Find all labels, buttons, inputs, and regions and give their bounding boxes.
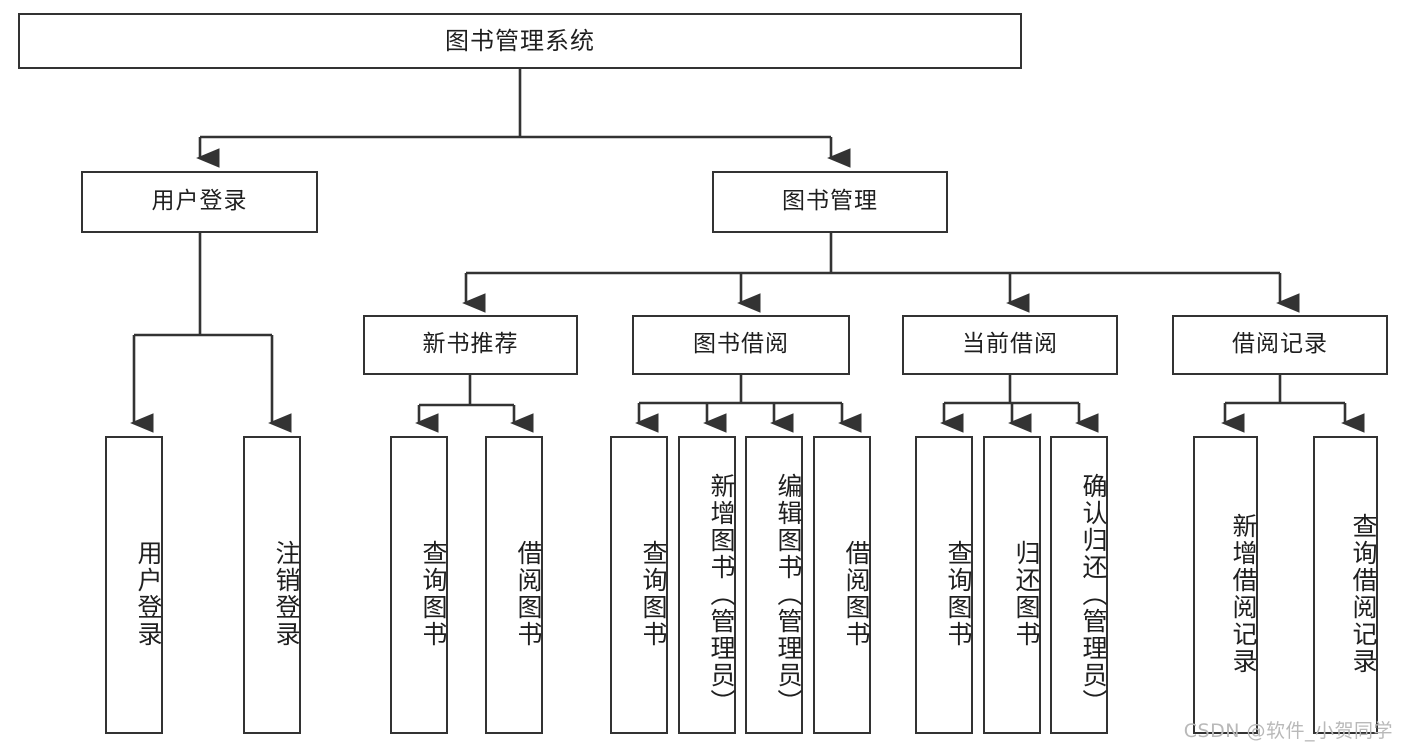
node-label: 借阅图书 [842,540,871,648]
node-label: 查询图书 [944,540,973,648]
node-label: 查询图书 [419,540,448,648]
node-label: 借阅记录 [1232,331,1328,358]
node-root[interactable]: 图书管理系统 [18,13,1022,69]
leaf-user-login[interactable]: 用户登录 [105,436,163,734]
leaf-query-borrow-record[interactable]: 查询借阅记录 [1313,436,1378,734]
node-label: 编辑图书（管理员） [774,472,803,716]
leaf-add-borrow-record[interactable]: 新增借阅记录 [1193,436,1258,734]
node-label: 查询借阅记录 [1349,513,1378,675]
leaf-query-book-recommend[interactable]: 查询图书 [390,436,448,734]
node-label: 用户登录 [134,540,163,648]
node-label: 用户登录 [151,188,248,215]
leaf-add-book-admin[interactable]: 新增图书（管理员） [678,436,736,734]
node-label: 新增图书（管理员） [707,472,736,716]
leaf-return-book[interactable]: 归还图书 [983,436,1041,734]
node-current-borrow[interactable]: 当前借阅 [902,315,1118,375]
node-new-book-recommend[interactable]: 新书推荐 [363,315,578,375]
node-label: 新增借阅记录 [1229,513,1258,675]
node-book-management[interactable]: 图书管理 [712,171,948,233]
leaf-edit-book-admin[interactable]: 编辑图书（管理员） [745,436,803,734]
node-label: 图书借阅 [693,331,789,358]
leaf-logout[interactable]: 注销登录 [243,436,301,734]
leaf-query-book-current[interactable]: 查询图书 [915,436,973,734]
watermark: CSDN @软件_小贺同学 [1183,720,1393,742]
node-label: 注销登录 [272,540,301,648]
node-label: 图书管理 [782,188,878,215]
node-label: 当前借阅 [962,331,1058,358]
node-borrow-record[interactable]: 借阅记录 [1172,315,1388,375]
node-label: 确认归还（管理员） [1079,472,1108,716]
node-label: 归还图书 [1012,540,1041,648]
node-user-login[interactable]: 用户登录 [81,171,318,233]
node-label: 新书推荐 [422,331,519,358]
leaf-query-book-borrow[interactable]: 查询图书 [610,436,668,734]
node-label: 借阅图书 [514,540,543,648]
node-label: 图书管理系统 [445,26,595,55]
leaf-borrow-book[interactable]: 借阅图书 [813,436,871,734]
leaf-confirm-return-admin[interactable]: 确认归还（管理员） [1050,436,1108,734]
node-label: 查询图书 [639,540,668,648]
node-book-borrow[interactable]: 图书借阅 [632,315,850,375]
leaf-borrow-book-recommend[interactable]: 借阅图书 [485,436,543,734]
